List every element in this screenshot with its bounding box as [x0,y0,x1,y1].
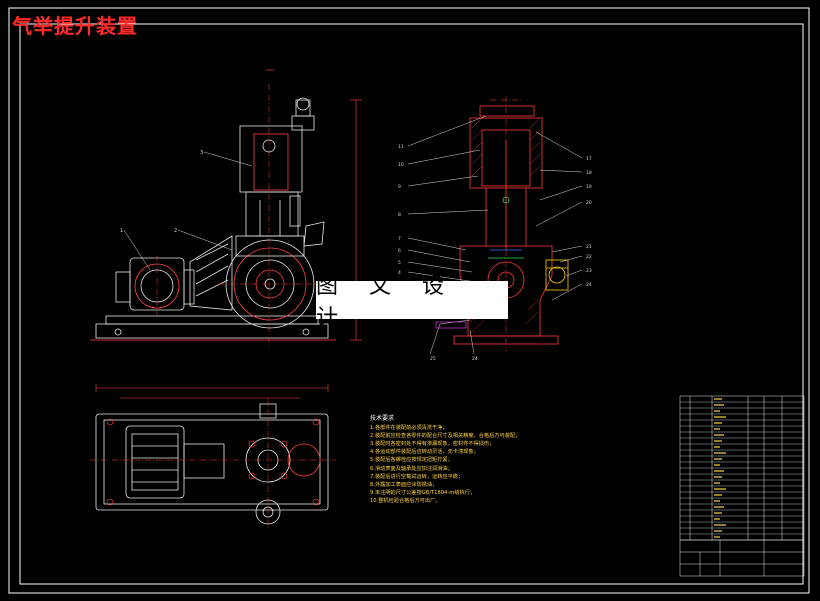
balloon-20: 20 [586,200,592,206]
balloon-bottom-24: 24 [472,356,478,362]
balloon-21: 21 [586,244,592,250]
title-block [679,539,805,577]
top-view [95,403,329,525]
drawing-frame [19,23,804,585]
front-leaders [123,151,253,271]
drawing-title: 气举提升装置 [12,14,138,38]
balloon-bottom-25: 25 [430,356,436,362]
balloon-4: 4 [398,270,401,276]
balloon-10: 10 [398,162,404,168]
technical-requirements: 技术要求 1.各部件在装配前必须清洗干净； 2.装配前应检查各零件的配合尺寸及相… [370,415,670,505]
parts-list-rows [680,401,804,535]
note-line: 10.整机检验合格后方可出厂。 [370,497,441,504]
section-label-box [435,321,467,329]
watermark-text: 图 文 设 计 [316,274,456,331]
balloon-22: 22 [586,254,592,260]
valve-assembly [545,259,569,291]
top-view-centerlines [90,398,336,528]
section-base-leaders [429,319,475,355]
balloon-front-1: 1 [120,228,123,234]
note-line: 4.各运动部件装配后应转动灵活，无卡滞现象； [370,449,479,456]
balloon-front-2: 2 [174,228,177,234]
note-line: 8.外露加工表面应涂防锈油； [370,481,438,488]
balloon-24: 24 [586,282,592,288]
section-leaders-right [535,131,583,301]
balloon-7: 7 [398,236,401,242]
balloon-front-3: 3 [200,150,203,156]
balloon-17: 17 [586,156,592,162]
parts-list-entries [714,398,726,538]
note-line: 5.装配后各螺栓应按规定扭矩拧紧； [370,457,453,464]
balloon-23: 23 [586,268,592,274]
balloon-19: 19 [586,184,592,190]
front-centerlines [156,84,324,346]
note-line: 9.未注明的尺寸公差按GB/T1804-m级执行； [370,489,476,496]
balloon-6: 6 [398,248,401,254]
note-line: 3.装配时各密封处不得有渗漏现象，密封件不得损伤； [370,441,495,448]
balloon-8: 8 [398,212,401,218]
section-balloons-left: 11 10 9 8 7 6 5 4 [398,144,404,276]
balloon-18: 18 [586,170,592,176]
front-view [90,97,336,341]
section-leaders-left [407,115,489,283]
note-line: 2.装配前应检查各零件的配合尺寸及相关精度，合格后方可装配； [370,433,521,440]
balloon-5: 5 [398,260,401,266]
section-balloons-right: 17 18 19 20 21 22 23 24 [586,156,592,288]
balloon-9: 9 [398,184,401,190]
top-view-bolts [106,418,320,506]
note-line: 7.装配后进行空载试运转，运转应平稳； [370,473,464,480]
width-dimension [95,384,329,399]
note-line: 1.各部件在装配前必须清洗干净； [370,425,448,432]
notes-heading: 技术要求 [370,415,395,422]
note-line: 6.滑动表面及轴承处应加注润滑油； [370,465,453,472]
sheet-border [8,7,810,594]
watermark: 图 文 设 计 [316,274,508,331]
balloon-11: 11 [398,144,404,150]
